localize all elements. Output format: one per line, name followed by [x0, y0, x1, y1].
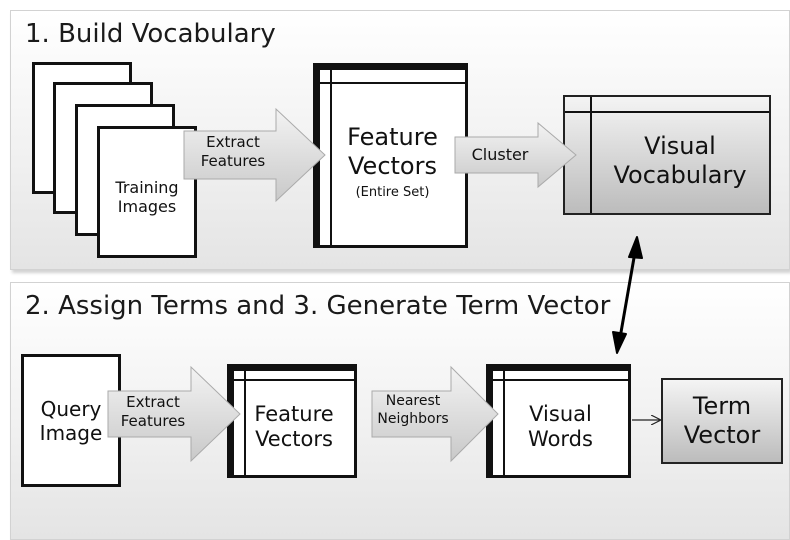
feature-vectors-query-label-line1: Feature: [254, 401, 334, 426]
visual-words-label-line1: Visual: [529, 401, 592, 426]
feature-vectors-box: Feature Vectors: [227, 364, 357, 478]
query-image-label-line2: Image: [39, 420, 103, 445]
assign-terms-title: 2. Assign Terms and 3. Generate Term Vec…: [25, 291, 611, 321]
feature-vectors-label-line2: Vectors: [348, 151, 437, 180]
query-extract-features-label-line2: Features: [120, 411, 186, 430]
extract-features-label-line2: Features: [200, 151, 266, 170]
visual-vocabulary-label-line2: Vocabulary: [613, 161, 747, 189]
query-image-label-line1: Query: [40, 396, 102, 421]
visual-vocabulary-box: Visual Vocabulary: [563, 95, 771, 215]
feature-vectors-label-line1: Feature: [347, 122, 438, 151]
nearest-neighbors-label: Nearest Neighbors: [372, 393, 454, 428]
term-vector-label-line1: Term: [692, 392, 752, 421]
cluster-arrow: [454, 121, 577, 189]
nearest-neighbors-label-line1: Nearest: [385, 393, 441, 409]
training-images-box: Training Images: [97, 126, 197, 258]
query-extract-features-label: Extract Features: [110, 393, 196, 431]
nearest-neighbors-arrow: [371, 365, 499, 463]
query-image-box: Query Image: [21, 354, 121, 487]
visual-vocabulary-label-line1: Visual: [644, 132, 716, 161]
query-extract-features-label-line1: Extract: [126, 393, 180, 411]
training-images-label-line1: Training: [115, 177, 179, 197]
cluster-label: Cluster: [471, 145, 529, 164]
training-images-label-line2: Images: [117, 197, 177, 216]
visual-words-box: Visual Words: [486, 364, 631, 478]
extract-features-label-line1: Extract: [206, 133, 260, 151]
extract-features-arrow: [183, 107, 326, 203]
feature-vectors-query-label-line2: Vectors: [255, 427, 333, 451]
term-vector-label-line2: Vector: [683, 421, 761, 449]
vocabulary-words-double-arrow: [612, 236, 643, 354]
visual-words-label-line2: Words: [528, 427, 593, 451]
nearest-neighbors-label-line2: Neighbors: [377, 410, 449, 427]
entire-set-label: (Entire Set): [355, 184, 430, 200]
term-vector-box: Term Vector: [661, 378, 783, 464]
query-extract-features-arrow: [107, 365, 241, 463]
extract-features-label: Extract Features: [188, 133, 278, 171]
build-vocabulary-title: 1. Build Vocabulary: [25, 19, 276, 49]
